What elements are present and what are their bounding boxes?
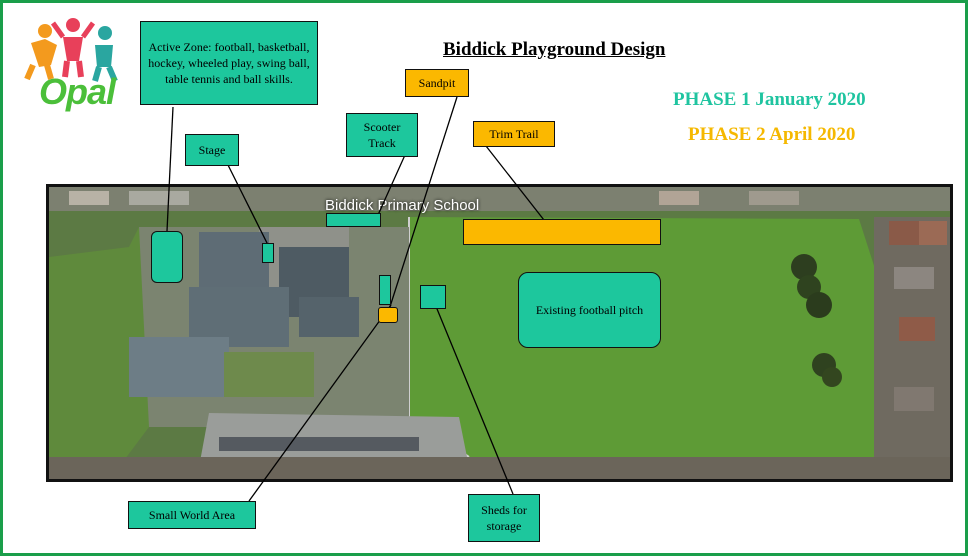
small-world-label: Small World Area [148, 508, 236, 522]
children-silhouettes-icon [24, 18, 118, 83]
sandpit-marker [378, 307, 398, 323]
sandpit-label: Sandpit [418, 76, 456, 90]
sheds-callout: Sheds for storage [468, 494, 540, 542]
trim-trail-marker [463, 219, 661, 245]
sandpit-callout: Sandpit [405, 69, 469, 97]
phase-2-label: PHASE 2 April 2020 [688, 124, 856, 145]
school-map-label: Biddick Primary School [325, 197, 480, 214]
opal-logo: Opal [17, 15, 129, 112]
scooter-track-callout: Scooter Track [346, 113, 418, 157]
sheds-marker [420, 285, 446, 309]
scooter-track-label: Scooter Track [363, 120, 401, 150]
active-zone-label: Active Zone: football, basketball, hocke… [148, 40, 310, 86]
sheds-label: Sheds for storage [481, 503, 527, 533]
trim-trail-callout: Trim Trail [473, 121, 555, 147]
trim-trail-label: Trim Trail [489, 127, 539, 141]
active-zone-marker [151, 231, 183, 283]
page-title: Biddick Playground Design [443, 39, 666, 60]
logo-text: Opal [39, 71, 116, 112]
phase-1-label: PHASE 1 January 2020 [673, 89, 866, 110]
active-zone-callout: Active Zone: football, basketball, hocke… [140, 21, 318, 105]
stage-label: Stage [198, 143, 226, 157]
scooter-track-marker-2 [379, 275, 391, 305]
small-world-callout: Small World Area [128, 501, 256, 529]
football-pitch-label: Existing football pitch [535, 303, 644, 317]
stage-marker [262, 243, 274, 263]
scooter-track-marker [326, 213, 381, 227]
stage-callout: Stage [185, 134, 239, 166]
football-pitch-marker: Existing football pitch [518, 272, 661, 348]
